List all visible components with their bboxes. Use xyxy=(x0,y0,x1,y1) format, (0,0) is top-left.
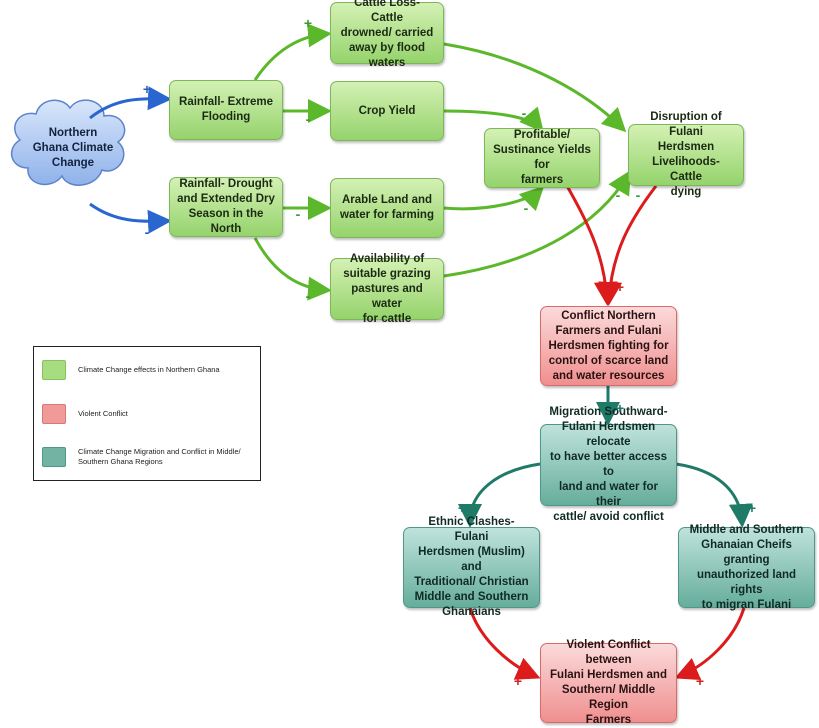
sign-crop-to-profitable: - xyxy=(521,105,527,121)
arrow-chiefs-to-violent xyxy=(674,607,746,681)
sign-to-conflict: + xyxy=(615,279,625,295)
sign-flood-to-crop: - xyxy=(305,111,311,127)
sign-migration-to-ethnic: + xyxy=(457,500,467,516)
legend-label-green: Climate Change effects in Northern Ghana xyxy=(78,365,220,374)
sign-cloud-to-flood: + xyxy=(142,81,152,97)
legend-label-red: Violent Conflict xyxy=(78,409,128,418)
sign-arable-to-profitable: - xyxy=(523,200,529,216)
arrow-flood-to-cattle xyxy=(253,23,332,81)
legend-swatch-red xyxy=(42,404,66,424)
node-disruption-fulani: Disruption of Fulani Herdsmen Livelihood… xyxy=(628,111,744,198)
arrow-profitable-to-conflict xyxy=(564,183,618,306)
sign-disruption-in: - xyxy=(635,187,641,203)
node-ethnic-clashes: Ethnic Clashes- Fulani Herdsmen (Muslim)… xyxy=(403,516,540,618)
sign-conflict-to-migration: + xyxy=(615,400,625,416)
sign-drought-to-grazing: - xyxy=(305,288,311,304)
arrow-migration-to-ethnic xyxy=(458,462,541,528)
sign-flood-to-cattle: + xyxy=(303,15,313,31)
cloud-climate-change-label: Northern Ghana Climate Change xyxy=(32,126,114,169)
arrow-drought-to-grazing xyxy=(253,237,332,301)
arrow-cloud-to-drought xyxy=(89,202,172,234)
arrow-migration-to-chiefs xyxy=(675,462,753,528)
node-crop-yield: Crop Yield xyxy=(330,81,444,141)
sign-cloud-to-drought: - xyxy=(144,224,150,240)
node-arable-land: Arable Land and water for farming xyxy=(330,178,444,238)
node-cattle-loss: Cattle Loss- Cattle drowned/ carried awa… xyxy=(330,0,444,69)
node-rainfall-drought: Rainfall- Drought and Extended Dry Seaso… xyxy=(169,177,283,237)
legend-swatch-teal xyxy=(42,447,66,467)
node-grazing-pastures: Availability of suitable grazing pasture… xyxy=(330,253,444,325)
node-profitable-yields: Profitable/ Sustinance Yields for farmer… xyxy=(484,128,600,188)
arrow-cattle-to-disruption xyxy=(443,42,627,133)
sign-ethnic-to-violent: + xyxy=(513,673,523,689)
node-conflict-northern: Conflict Northern Farmers and Fulani Her… xyxy=(540,306,677,386)
sign-migration-to-chiefs: + xyxy=(747,500,757,516)
legend-item-red: Violent Conflict xyxy=(42,404,256,424)
node-migration-southward: Migration Southward- Fulani Herdsmen rel… xyxy=(540,406,677,523)
sign-drought-to-arable: - xyxy=(295,206,301,222)
sign-grazing-to-disruption: - xyxy=(615,187,621,203)
arrow-cloud-to-flood xyxy=(89,86,172,120)
legend-item-green: Climate Change effects in Northern Ghana xyxy=(42,360,256,380)
arrow-disruption-to-conflict xyxy=(598,185,658,306)
arrow-crop-to-profitable xyxy=(443,106,544,133)
legend-swatch-green xyxy=(42,360,66,380)
legend-label-teal: Climate Change Migration and Conflict in… xyxy=(78,447,241,466)
node-rainfall-flooding: Rainfall- Extreme Flooding xyxy=(169,80,283,140)
arrow-ethnic-to-violent xyxy=(468,607,541,680)
arrow-grazing-to-disruption xyxy=(443,169,632,278)
arrow-arable-to-profitable xyxy=(443,185,545,212)
legend-item-teal: Climate Change Migration and Conflict in… xyxy=(42,447,256,467)
node-chiefs-land-rights: Middle and Southern Ghanaian Cheifs gran… xyxy=(678,524,815,611)
cloud-shape xyxy=(10,99,126,186)
node-violent-conflict-south: Violent Conflict between Fulani Herdsmen… xyxy=(540,639,677,726)
legend-box: Climate Change effects in Northern Ghana… xyxy=(33,346,261,481)
sign-chiefs-to-violent: + xyxy=(695,673,705,689)
